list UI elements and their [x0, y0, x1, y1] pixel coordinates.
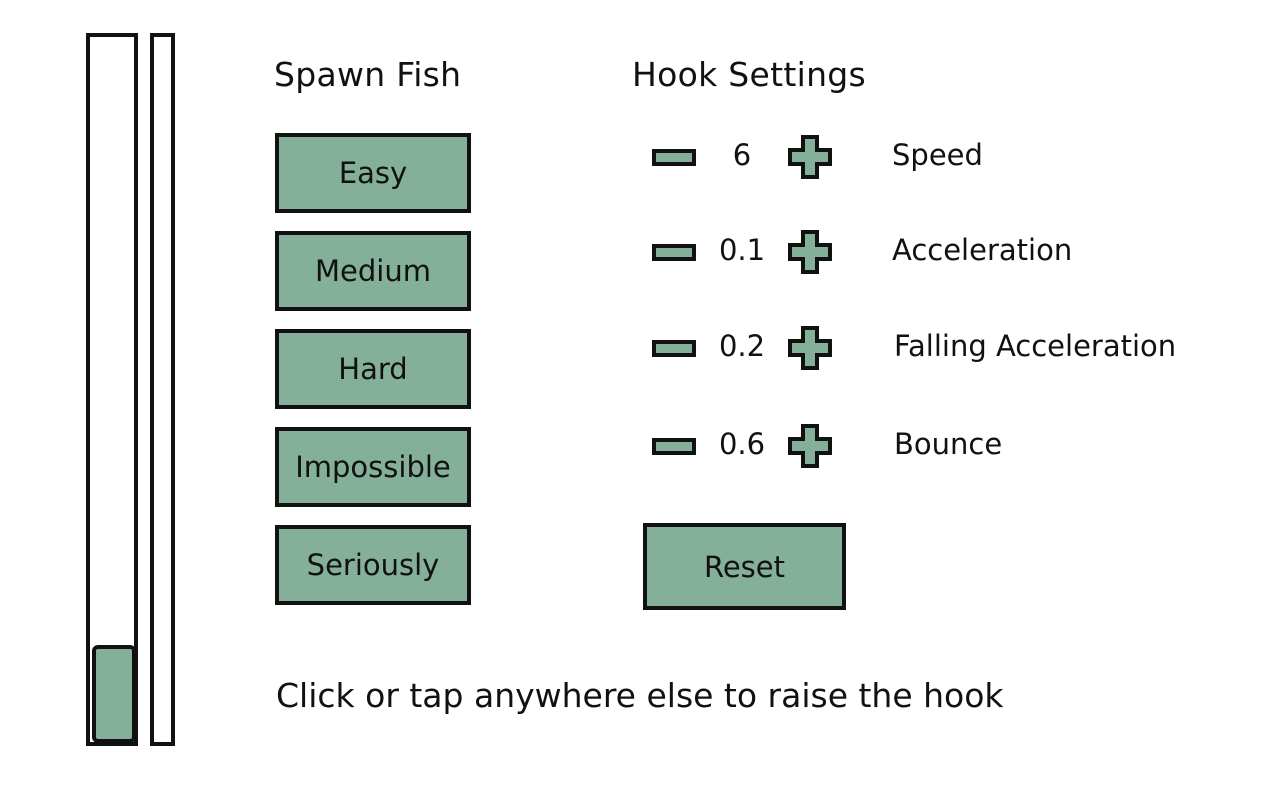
bounce-increase-button[interactable] — [788, 424, 832, 468]
plus-icon — [788, 326, 832, 370]
bounce-value: 0.6 — [718, 427, 766, 461]
setting-row-bounce: 0.6 Bounce — [652, 420, 1252, 470]
setting-row-acceleration: 0.1 Acceleration — [652, 226, 1252, 276]
acceleration-value: 0.1 — [718, 233, 766, 267]
speed-value: 6 — [732, 138, 752, 172]
catch-progress-bar — [150, 33, 175, 746]
plus-icon — [788, 135, 832, 179]
acceleration-decrease-button[interactable] — [652, 244, 696, 261]
setting-row-speed: 6 Speed — [652, 131, 1252, 181]
bounce-label: Bounce — [894, 427, 1003, 461]
falling-acceleration-increase-button[interactable] — [788, 326, 832, 370]
setting-row-falling-acceleration: 0.2 Falling Acceleration — [652, 322, 1252, 372]
speed-label: Speed — [892, 138, 983, 172]
bounce-decrease-button[interactable] — [652, 438, 696, 455]
falling-acceleration-decrease-button[interactable] — [652, 340, 696, 357]
spawn-medium-button[interactable]: Medium — [275, 231, 471, 311]
plus-icon — [788, 424, 832, 468]
acceleration-label: Acceleration — [892, 233, 1073, 267]
speed-decrease-button[interactable] — [652, 149, 696, 166]
hook-catch-zone — [92, 645, 136, 743]
speed-increase-button[interactable] — [788, 135, 832, 179]
acceleration-increase-button[interactable] — [788, 230, 832, 274]
spawn-fish-heading: Spawn Fish — [274, 55, 462, 94]
spawn-hard-button[interactable]: Hard — [275, 329, 471, 409]
spawn-seriously-button[interactable]: Seriously — [275, 525, 471, 605]
spawn-impossible-button[interactable]: Impossible — [275, 427, 471, 507]
falling-acceleration-value: 0.2 — [718, 329, 766, 363]
plus-icon — [788, 230, 832, 274]
falling-acceleration-label: Falling Acceleration — [894, 329, 1177, 363]
spawn-easy-button[interactable]: Easy — [275, 133, 471, 213]
raise-hook-hint: Click or tap anywhere else to raise the … — [276, 676, 1004, 715]
fishing-track — [86, 33, 138, 746]
hook-settings-heading: Hook Settings — [632, 55, 867, 94]
reset-button[interactable]: Reset — [643, 523, 846, 610]
